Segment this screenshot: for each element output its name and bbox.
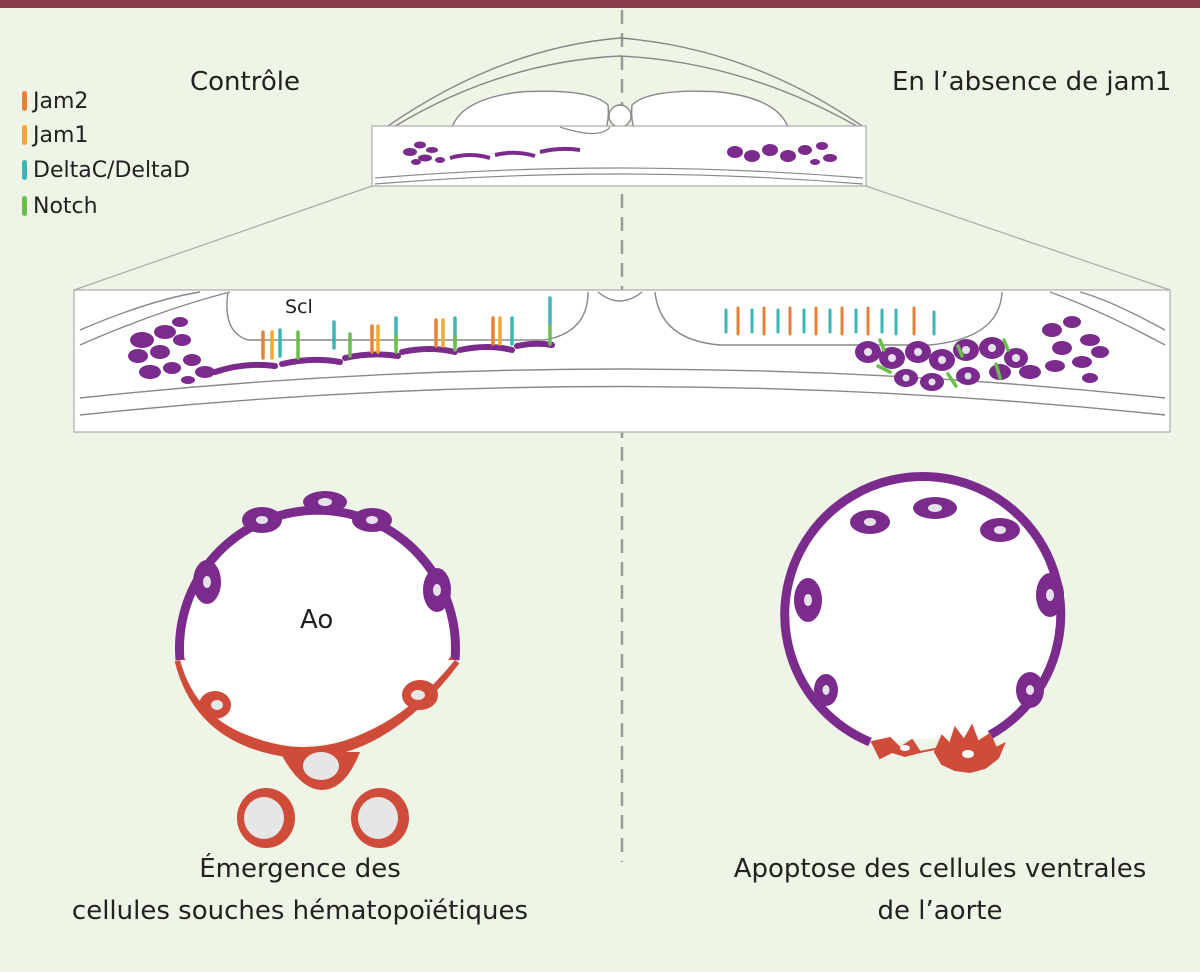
control-caption-line-2: cellules souches hématopoïétiques — [71, 896, 529, 926]
top-bar — [0, 0, 1200, 8]
control-caption-line-1: Émergence des — [199, 854, 401, 884]
legend-item-notch: Notch — [22, 189, 98, 223]
aorta-label: Ao — [300, 605, 334, 635]
legend-item-jam2: Jam2 — [22, 84, 88, 118]
mutant-caption-line-1: Apoptose des cellules ventrales — [733, 854, 1147, 884]
apoptotic-cells — [870, 723, 1006, 774]
mutant-aorta — [780, 471, 1066, 774]
legend-label: Jam2 — [33, 88, 89, 114]
large-right-cells — [855, 316, 1109, 391]
mutant-title: En l’absence de jam1 — [892, 67, 1172, 97]
legend-item-delta: DeltaC/DeltaD — [22, 153, 190, 187]
left-junction-markers — [261, 296, 552, 360]
large-zoom-box — [73, 289, 1171, 433]
control-aorta — [174, 491, 460, 848]
scl-label: Scl — [285, 296, 313, 318]
large-section-outlines — [79, 291, 1166, 416]
jam2-swatch — [22, 91, 27, 111]
legend-label: Jam1 — [33, 122, 89, 148]
legend-label: Notch — [33, 193, 98, 219]
notch-swatch — [22, 196, 27, 216]
legend-label: DeltaC/DeltaD — [33, 157, 191, 183]
mutant-caption: Apoptose des cellules ventrales de l’aor… — [700, 848, 1180, 932]
delta-swatch — [22, 160, 27, 180]
mutant-caption-line-2: de l’aorte — [877, 896, 1003, 926]
zoom-lines — [73, 185, 1171, 291]
jam1-swatch — [22, 125, 27, 145]
control-caption: Émergence des cellules souches hématopoï… — [40, 848, 560, 932]
control-title: Contrôle — [190, 67, 300, 97]
small-right-cells — [727, 142, 837, 165]
embryo-section-small — [384, 37, 866, 139]
small-left-cells — [403, 141, 581, 165]
right-junction-markers — [724, 306, 936, 336]
legend-item-jam1: Jam1 — [22, 118, 88, 152]
